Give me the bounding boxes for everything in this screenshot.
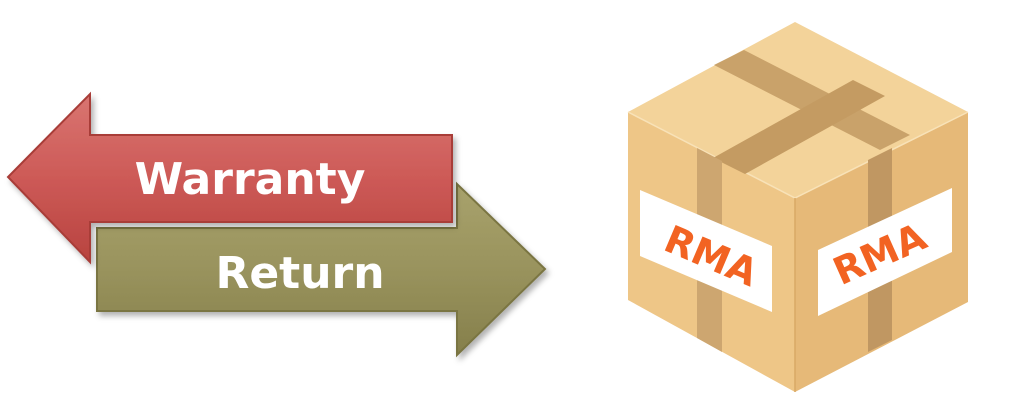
tape-top-2 (713, 80, 885, 174)
return-label: Return (215, 248, 384, 299)
warranty-arrow: Warranty (6, 91, 453, 265)
cardboard-box-icon: RMA RMA (627, 22, 969, 392)
return-arrow: Return (96, 181, 547, 358)
tape-top-1 (714, 50, 910, 150)
warranty-label: Warranty (135, 154, 366, 205)
box-left-label (640, 190, 772, 312)
return-arrow-shape (96, 181, 547, 358)
box-right-label (818, 188, 952, 316)
warranty-arrow-shape (6, 91, 453, 265)
